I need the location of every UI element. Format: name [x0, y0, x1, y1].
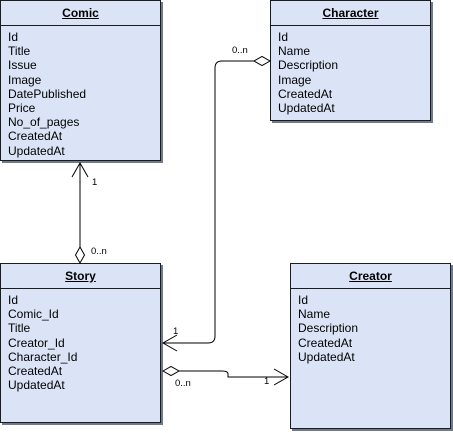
relation-story-creator[interactable] — [161, 365, 290, 386]
diamond-icon — [161, 365, 181, 377]
attribute: Id — [278, 30, 289, 44]
attribute: Id — [298, 293, 309, 307]
entity-comic-attributes: Id Title Issue Image DatePublished Price… — [1, 26, 160, 158]
entity-creator-attributes: Id Name Description CreatedAt UpdatedAt — [291, 289, 450, 364]
entity-creator-title: Creator — [291, 264, 450, 289]
attribute: Id — [8, 30, 19, 44]
attribute: Issue — [8, 58, 37, 73]
attribute: UpdatedAt — [8, 378, 65, 393]
attribute: Price — [8, 101, 36, 116]
attribute: CreatedAt — [8, 129, 63, 144]
multiplicity-many: 0..n — [232, 45, 248, 56]
multiplicity-many: 0..n — [175, 378, 191, 389]
attribute: CreatedAt — [8, 364, 63, 379]
attribute: Description — [298, 321, 359, 336]
attribute: Description — [278, 58, 339, 73]
attribute: CreatedAt — [278, 86, 333, 101]
entity-character-attributes: Id Name Description Image CreatedAt Upda… — [271, 26, 430, 115]
multiplicity-one: 1 — [264, 376, 269, 387]
entity-comic-title: Comic — [1, 1, 160, 26]
relation-comic-story[interactable] — [71, 161, 89, 265]
attribute: UpdatedAt — [278, 101, 335, 116]
diamond-icon — [252, 55, 272, 67]
attribute: UpdatedAt — [298, 349, 355, 364]
entity-story-attributes: Id Comic_Id Title Creator_Id Character_I… — [1, 289, 160, 392]
attribute: Title — [8, 44, 31, 59]
arrow-head-icon — [273, 368, 290, 386]
multiplicity-one: 1 — [92, 177, 97, 188]
entity-creator[interactable]: Creator Id Name Description CreatedAt Up… — [290, 263, 451, 429]
entity-story[interactable]: Story Id Comic_Id Title Creator_Id Chara… — [0, 263, 161, 423]
multiplicity-one: 1 — [173, 326, 178, 337]
entity-comic[interactable]: Comic Id Title Issue Image DatePublished… — [0, 0, 161, 161]
attribute: No_of_pages — [8, 115, 80, 130]
arrow-head-icon — [71, 161, 89, 178]
relation-character-story[interactable] — [161, 55, 272, 352]
attribute: Title — [8, 321, 31, 336]
attribute: Name — [278, 44, 311, 59]
attribute: UpdatedAt — [8, 143, 65, 158]
attribute: Comic_Id — [8, 307, 59, 322]
attribute: Character_Id — [8, 349, 78, 364]
entity-story-title: Story — [1, 264, 160, 289]
attribute: Image — [278, 72, 312, 87]
multiplicity-many: 0..n — [91, 246, 107, 257]
attribute: Image — [8, 72, 42, 87]
attribute: DatePublished — [8, 86, 87, 101]
attribute: Name — [298, 307, 331, 322]
arrow-head-icon — [161, 334, 178, 352]
attribute: Creator_Id — [8, 335, 65, 350]
attribute: Id — [8, 293, 19, 307]
diamond-icon — [74, 245, 86, 265]
entity-character[interactable]: Character Id Name Description Image Crea… — [270, 0, 431, 121]
attribute: CreatedAt — [298, 335, 353, 350]
entity-character-title: Character — [271, 1, 430, 26]
